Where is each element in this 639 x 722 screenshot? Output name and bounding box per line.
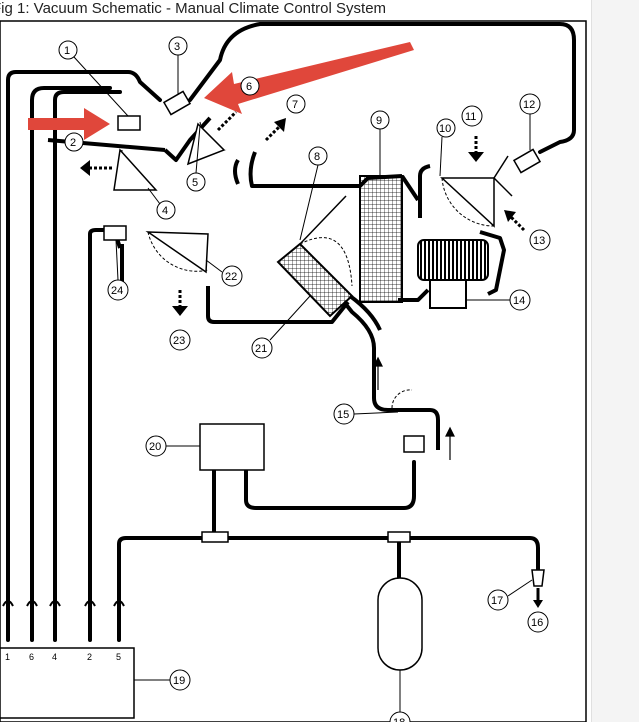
vacuum-actuators (0, 90, 545, 719)
callout-15: 15 (333, 403, 399, 425)
vacuum-lines (6, 22, 576, 642)
actuator-15 (403, 435, 425, 453)
callout-17: 17 (487, 579, 533, 611)
port-labels: 1 6 4 2 5 (5, 652, 121, 662)
port-label: 4 (52, 652, 57, 662)
callout-12: 12 (519, 93, 541, 150)
callout-16: 16 (527, 611, 549, 633)
control-panel-19 (0, 647, 135, 719)
tee-fitting-reservoir (387, 531, 411, 543)
callout-1: 1 (58, 40, 129, 117)
callouts: 1 2 3 4 5 6 7 8 9 10 11 12 13 14 15 16 1… (58, 36, 551, 722)
callout-19: 19 (134, 669, 191, 691)
svg-text:17: 17 (491, 595, 503, 607)
callout-7: 7 (286, 94, 306, 114)
svg-text:16: 16 (531, 617, 543, 629)
callout-5: 5 (186, 125, 206, 192)
actuator-24 (103, 225, 127, 241)
blower-wheel (417, 239, 489, 281)
callout-23: 23 (169, 329, 191, 351)
svg-text:7: 7 (292, 99, 298, 111)
svg-text:21: 21 (255, 343, 267, 355)
airflow-arrows (80, 110, 543, 608)
svg-text:15: 15 (337, 409, 349, 421)
svg-text:8: 8 (314, 151, 320, 163)
svg-text:6: 6 (246, 81, 252, 93)
callout-4: 4 (147, 187, 176, 220)
figure-title: Fig 1: Vacuum Schematic - Manual Climate… (0, 0, 387, 17)
svg-text:13: 13 (533, 235, 545, 247)
callout-9: 9 (370, 110, 390, 176)
diagram-border (0, 20, 587, 722)
svg-text:23: 23 (173, 335, 185, 347)
red-arrow-1 (28, 108, 110, 140)
evaporator-core (359, 175, 403, 303)
callout-21: 21 (251, 295, 311, 359)
callout-8: 8 (299, 146, 328, 241)
scrollbar-track[interactable] (591, 0, 639, 722)
callout-11: 11 (461, 105, 483, 127)
blower-motor (429, 279, 467, 309)
callout-24: 24 (107, 239, 129, 301)
svg-text:19: 19 (173, 675, 185, 687)
svg-text:12: 12 (523, 99, 535, 111)
svg-text:18: 18 (393, 717, 405, 722)
callout-2: 2 (64, 132, 84, 152)
port-label: 6 (29, 652, 34, 662)
check-valve-17 (531, 569, 545, 587)
svg-text:14: 14 (513, 295, 525, 307)
port-fittings (2, 600, 125, 607)
svg-text:9: 9 (376, 115, 382, 127)
svg-text:4: 4 (162, 205, 168, 217)
actuator-3 (162, 90, 192, 116)
port-label: 5 (116, 652, 121, 662)
svg-text:3: 3 (174, 41, 180, 53)
flow-arrows (373, 356, 455, 460)
port-label: 2 (87, 652, 92, 662)
actuator-1 (117, 115, 141, 131)
callout-10: 10 (436, 118, 456, 177)
actuator-12 (512, 148, 542, 174)
callout-3: 3 (168, 36, 188, 94)
svg-text:1: 1 (64, 45, 70, 57)
controller-20 (199, 423, 265, 471)
port-label: 1 (5, 652, 10, 662)
heater-core (276, 242, 354, 318)
svg-text:2: 2 (70, 137, 76, 149)
svg-text:22: 22 (225, 271, 237, 283)
tee-fitting-top (201, 531, 229, 543)
red-arrow-2 (204, 42, 414, 114)
reservoir-18 (377, 577, 423, 671)
svg-text:10: 10 (439, 123, 451, 135)
callout-13: 13 (529, 229, 551, 251)
svg-text:20: 20 (149, 441, 161, 453)
callout-20: 20 (145, 435, 200, 457)
svg-text:11: 11 (465, 111, 476, 123)
callout-18: 18 (389, 670, 411, 722)
svg-text:5: 5 (192, 177, 198, 189)
highlight-arrows (28, 42, 414, 140)
callout-22: 22 (205, 259, 243, 287)
svg-text:24: 24 (111, 285, 123, 297)
callout-6: 6 (240, 76, 260, 96)
doors (113, 122, 513, 274)
callout-14: 14 (466, 289, 531, 311)
